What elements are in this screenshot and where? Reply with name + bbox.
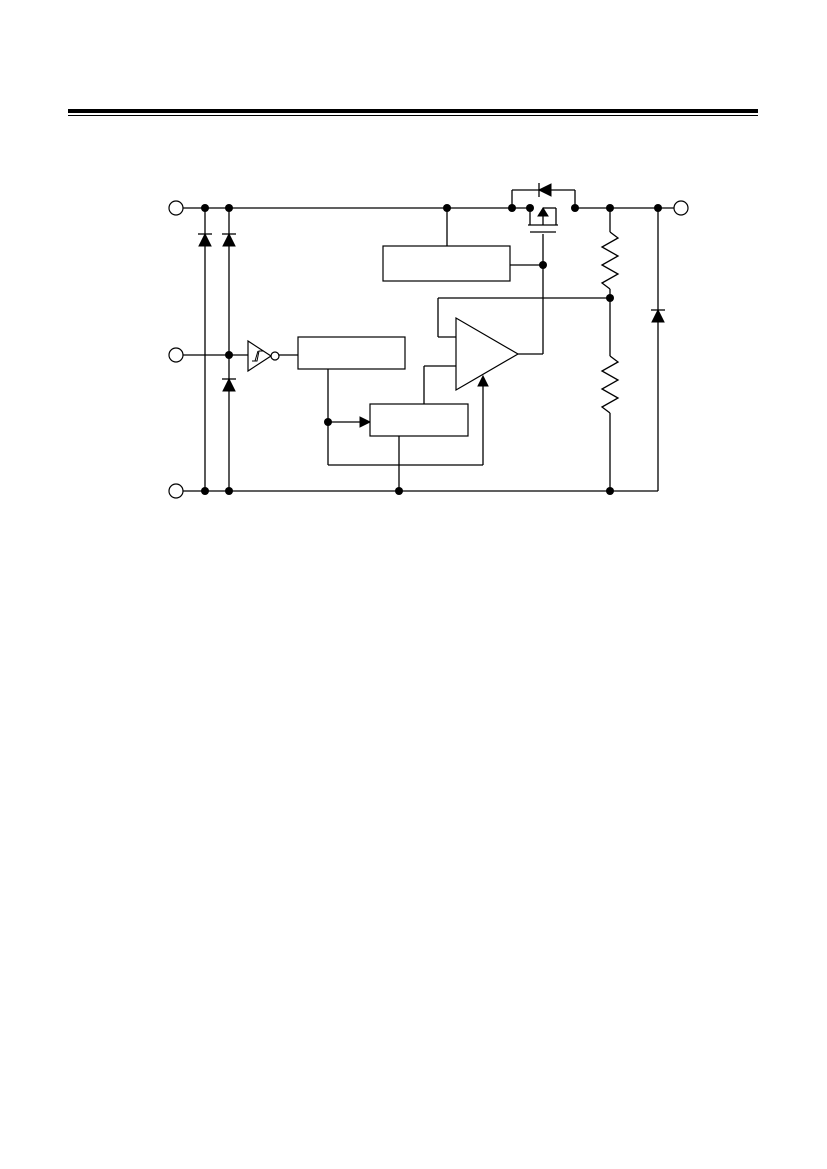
ref-to-amp-wire (423, 365, 456, 404)
esd-diode-3 (222, 377, 236, 392)
body-diode (511, 183, 576, 208)
divider-resistor-top (600, 208, 620, 356)
amp-to-gate-wire (518, 234, 544, 355)
esd-diode-1 (198, 208, 212, 491)
control-logic-block (297, 336, 406, 370)
esd-diode-2 (222, 208, 236, 491)
ground-pin (168, 483, 184, 499)
junction-dots (201, 204, 662, 495)
discharge-diode (651, 308, 665, 323)
pmos-pass-transistor (528, 207, 558, 233)
output-pin (673, 200, 689, 216)
header-rule-thin (68, 115, 758, 116)
error-amplifier (455, 316, 520, 392)
current-limit-block (382, 245, 511, 282)
control-pin (168, 347, 184, 363)
header-rule-thick (68, 109, 758, 113)
feedback-wire (437, 297, 610, 338)
logic-to-ref-wire (327, 369, 489, 466)
schmitt-inverter (247, 339, 298, 373)
reference-block (369, 403, 469, 437)
bottom-rail (183, 208, 659, 492)
input-pin (168, 200, 184, 216)
divider-resistor-bottom (600, 355, 620, 491)
